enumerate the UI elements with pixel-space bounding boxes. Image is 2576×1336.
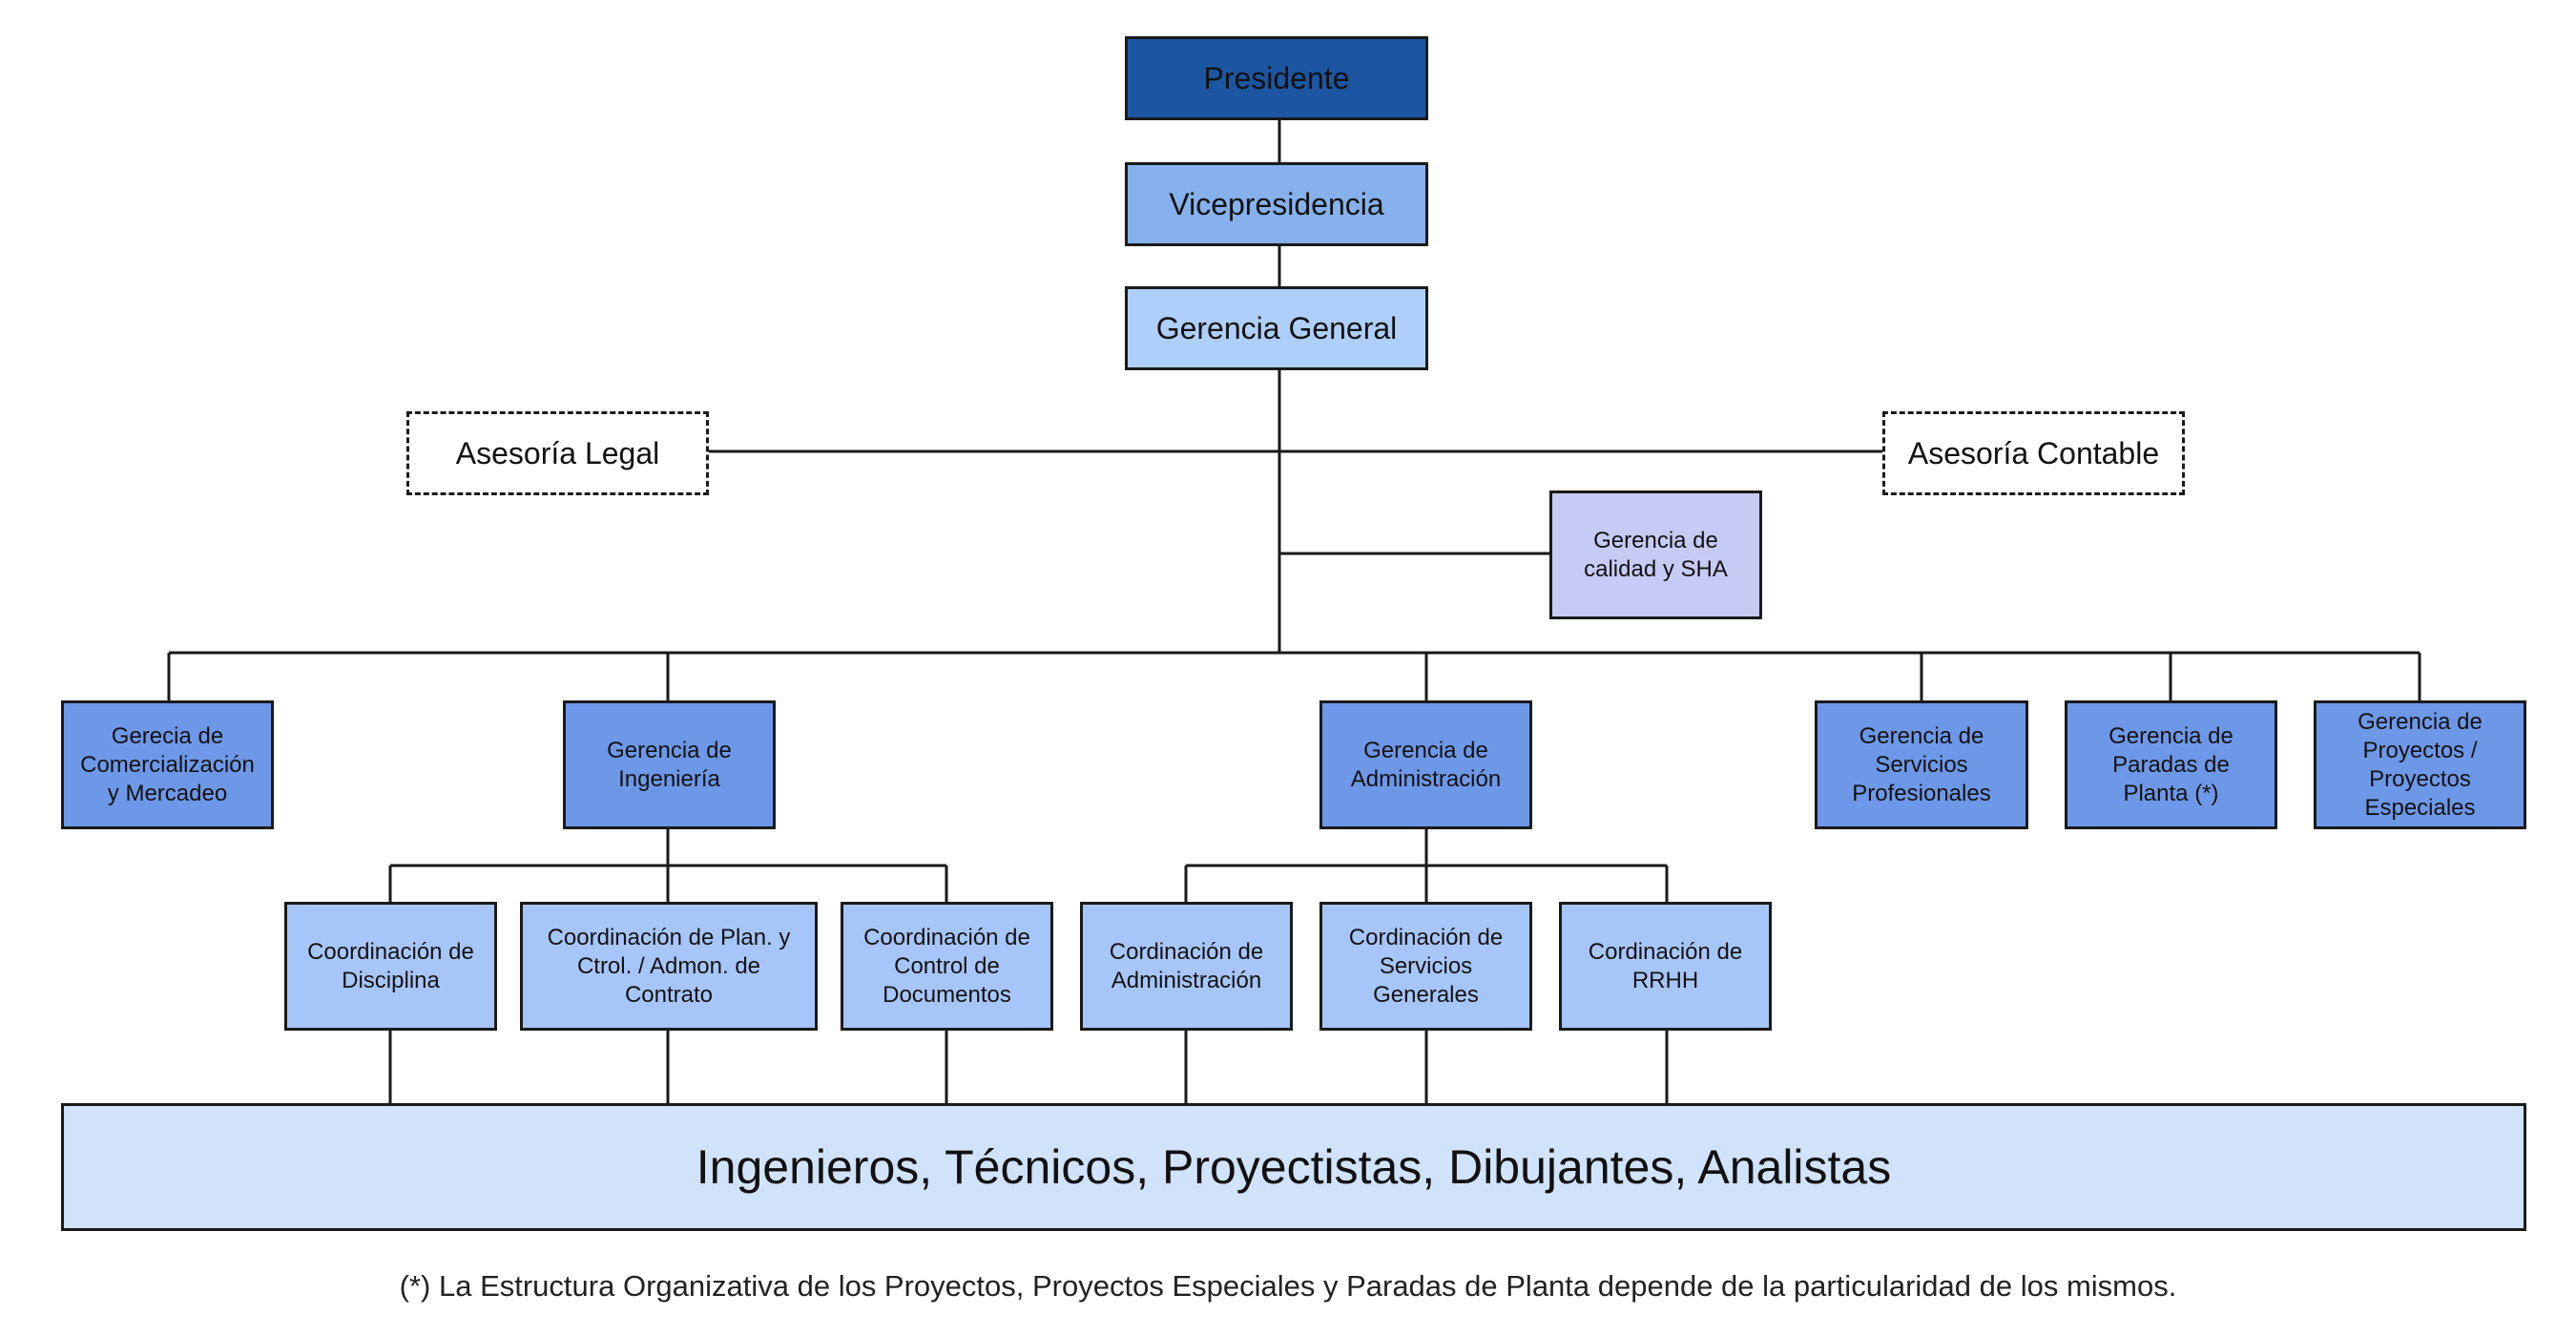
node-gerencia-administracion: Gerencia de Administración bbox=[1319, 700, 1532, 829]
node-vicepresidencia: Vicepresidencia bbox=[1125, 162, 1428, 246]
node-gerencia-ingenieria: Gerencia de Ingeniería bbox=[563, 700, 776, 829]
node-gerencia-comercializacion: Gerecia de Comercialización y Mercadeo bbox=[61, 700, 274, 829]
node-gerencia-general: Gerencia General bbox=[1125, 286, 1428, 370]
node-gerencia-paradas-planta: Gerencia de Paradas de Planta (*) bbox=[2065, 700, 2277, 829]
node-coord-disciplina: Coordinación de Disciplina bbox=[284, 902, 497, 1031]
node-coord-control-documentos: Coordinación de Control de Documentos bbox=[841, 902, 1053, 1031]
node-gerencia-calidad-sha: Gerencia de calidad y SHA bbox=[1549, 491, 1762, 619]
node-asesoria-legal: Asesoría Legal bbox=[406, 411, 709, 495]
footnote: (*) La Estructura Organizativa de los Pr… bbox=[399, 1269, 2177, 1303]
node-coord-plan-control: Coordinación de Plan. y Ctrol. / Admon. … bbox=[520, 902, 818, 1031]
node-coord-administracion: Cordinación de Administración bbox=[1080, 902, 1293, 1031]
node-gerencia-servicios-profesionales: Gerencia de Servicios Profesionales bbox=[1815, 700, 2028, 829]
node-gerencia-proyectos: Gerencia de Proyectos / Proyectos Especi… bbox=[2314, 700, 2526, 829]
node-coord-servicios-generales: Cordinación de Servicios Generales bbox=[1319, 902, 1532, 1031]
node-coord-rrhh: Cordinación de RRHH bbox=[1559, 902, 1772, 1031]
node-presidente: Presidente bbox=[1125, 36, 1428, 120]
node-asesoria-contable: Asesoría Contable bbox=[1882, 411, 2185, 495]
node-staff-band: Ingenieros, Técnicos, Proyectistas, Dibu… bbox=[61, 1103, 2526, 1231]
